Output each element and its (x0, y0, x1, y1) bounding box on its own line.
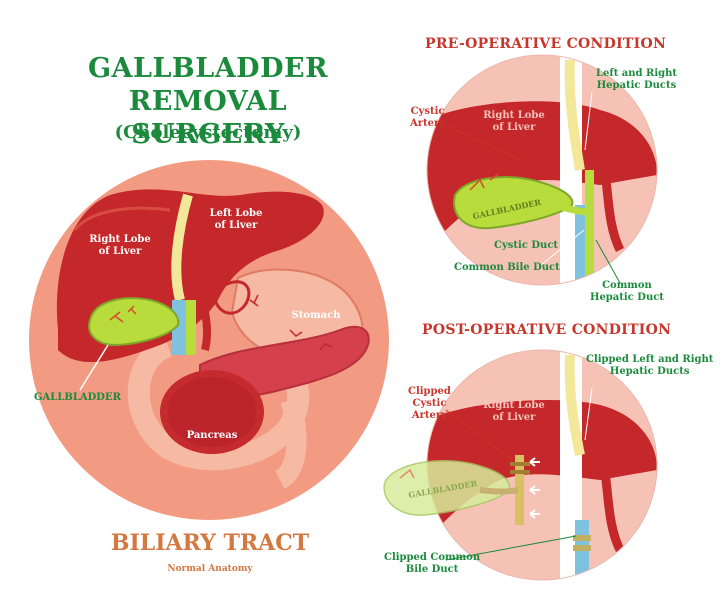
main-gallbladder (88, 297, 180, 347)
main-anatomy-circle (29, 160, 389, 520)
pre-op-heading: PRE-OPERATIVE CONDITION (425, 36, 667, 52)
gallbladder-pointer (79, 344, 109, 391)
post-op-circle (426, 349, 658, 581)
title-line1: GALLBLADDER REMOVAL (87, 53, 329, 117)
title-line2: SURGERY (131, 119, 285, 150)
pre-op-circle (426, 54, 658, 286)
main-gallbladder-label: GALLBLADDER (34, 392, 121, 403)
pre-cystic-duct-label: Cystic Duct (494, 240, 559, 251)
page-subtitle: (Cholecystectomy) (114, 122, 302, 143)
pre-gallbladder (453, 176, 574, 230)
footer-subtitle: Normal Anatomy (167, 564, 253, 574)
main-pancreas-label: Pancreas (186, 430, 238, 441)
post-op-heading: POST-OPERATIVE CONDITION (422, 322, 672, 338)
main-stomach-label: Stomach (291, 310, 341, 321)
page-title: GALLBLADDER REMOVAL SURGERY (18, 52, 398, 151)
pre-common-bile-label: Common Bile Duct (454, 262, 560, 273)
footer-title: BILIARY TRACT (110, 530, 310, 556)
